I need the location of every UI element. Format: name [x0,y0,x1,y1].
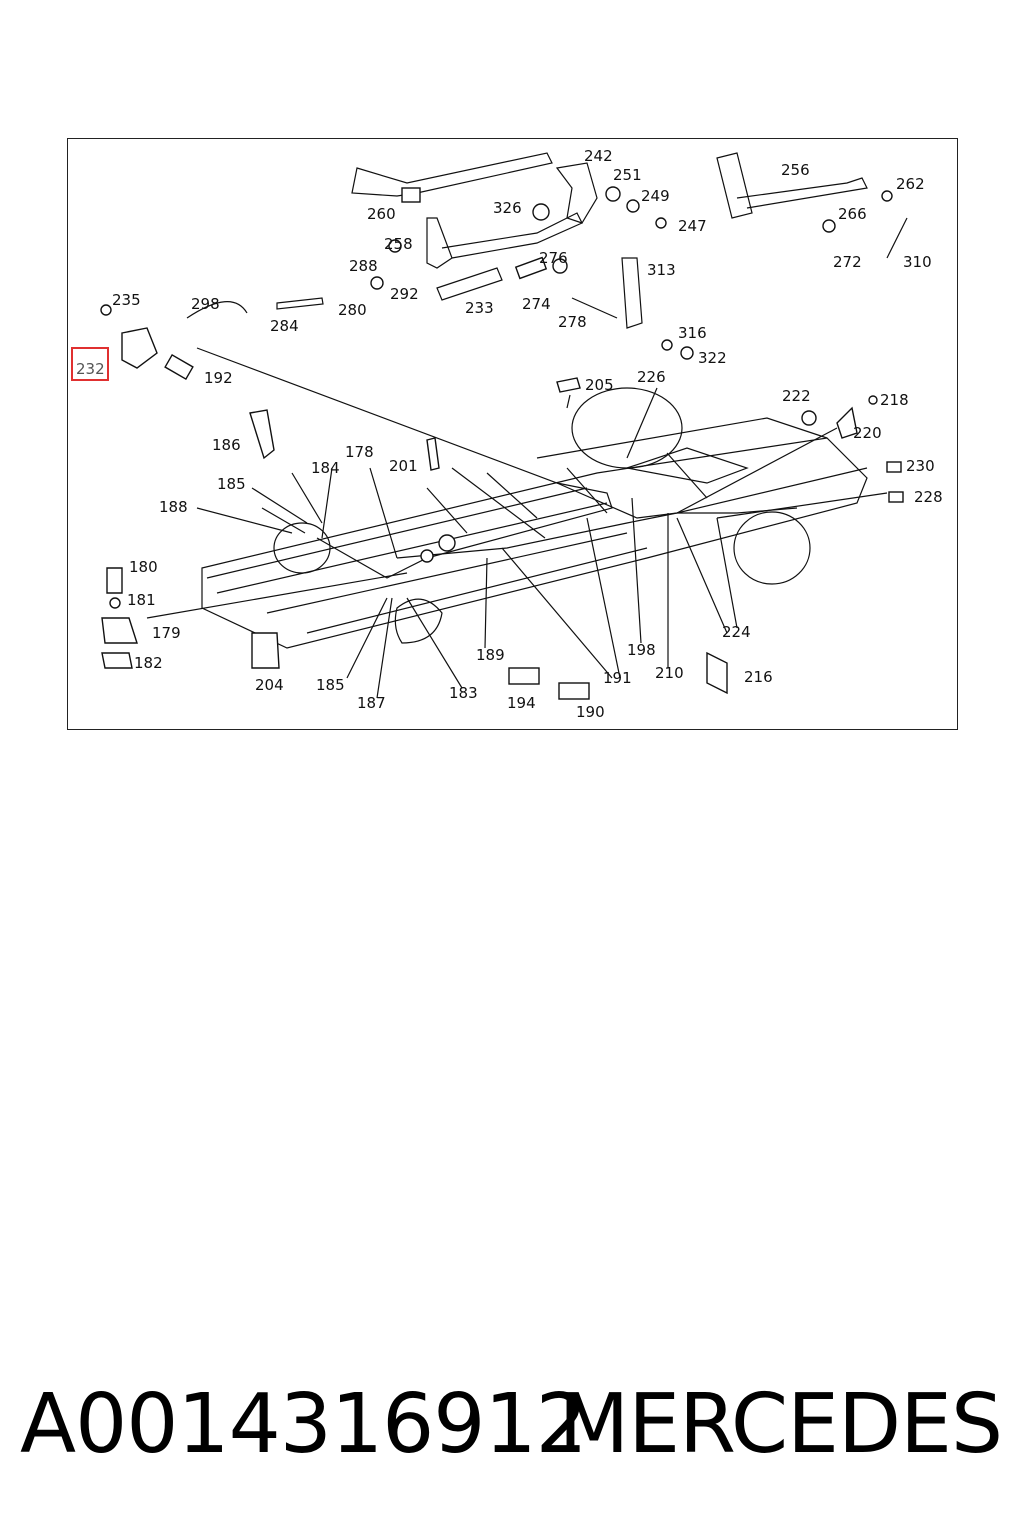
callout-222: 222 [782,387,811,405]
callout-316: 316 [678,324,707,342]
right-parts [801,395,904,503]
callout-191: 191 [603,669,632,687]
callout-292: 292 [390,285,419,303]
callout-183: 183 [449,684,478,702]
callout-260: 260 [367,205,396,223]
callout-185b: 185 [316,676,345,694]
callout-233: 233 [465,299,494,317]
callout-184: 184 [311,459,340,477]
callout-235: 235 [112,291,141,309]
callout-278: 278 [558,313,587,331]
callout-266: 266 [838,205,867,223]
parts-diagram: 242 251 249 256 262 260 326 247 266 258 … [71,147,943,721]
callout-280: 280 [338,301,367,319]
callout-194: 194 [507,694,536,712]
callout-272: 272 [833,253,862,271]
callout-178: 178 [345,443,374,461]
callout-249: 249 [641,187,670,205]
highlight-box [71,347,109,381]
callout-284: 284 [270,317,299,335]
callout-188: 188 [159,498,188,516]
footer: A0014316912 MERCEDES [0,1370,1024,1480]
callout-182: 182 [134,654,163,672]
callout-274: 274 [522,295,551,313]
callout-247: 247 [678,217,707,235]
brand-name: MERCEDES [558,1377,1003,1472]
callout-198: 198 [627,641,656,659]
callout-228: 228 [914,488,943,506]
callout-210: 210 [655,664,684,682]
callout-251: 251 [613,166,642,184]
brake-lines [196,347,868,579]
callout-181: 181 [127,591,156,609]
chassis-frame [201,387,868,649]
highlighted-label: 232 [76,360,105,378]
callout-218: 218 [880,391,909,409]
callout-186: 186 [212,436,241,454]
callout-242: 242 [584,147,613,165]
callout-226: 226 [637,368,666,386]
callout-258: 258 [384,235,413,253]
callout-187: 187 [357,694,386,712]
leader-lines [146,387,888,699]
callout-labels: 242 251 249 256 262 260 326 247 266 258 … [112,147,943,721]
callout-276: 276 [539,249,568,267]
callout-262: 262 [896,175,925,193]
callout-192: 192 [204,369,233,387]
callout-185: 185 [217,475,246,493]
callout-179: 179 [152,624,181,642]
callout-326: 326 [493,199,522,217]
callout-180: 180 [129,558,158,576]
callout-220: 220 [853,424,882,442]
callout-189: 189 [476,646,505,664]
callout-190: 190 [576,703,605,721]
callout-256: 256 [781,161,810,179]
callout-230: 230 [906,457,935,475]
part-number: A0014316912 [20,1377,588,1472]
lower-parts [101,377,728,700]
upper-linkage [100,152,908,381]
callout-224: 224 [722,623,751,641]
callout-216: 216 [744,668,773,686]
callout-298: 298 [191,295,220,313]
callout-288: 288 [349,257,378,275]
callout-310: 310 [903,253,932,271]
callout-322: 322 [698,349,727,367]
callout-205: 205 [585,376,614,394]
callout-313: 313 [647,261,676,279]
highlighted-callout[interactable]: 232 [71,347,109,381]
callout-201: 201 [389,457,418,475]
callout-204: 204 [255,676,284,694]
